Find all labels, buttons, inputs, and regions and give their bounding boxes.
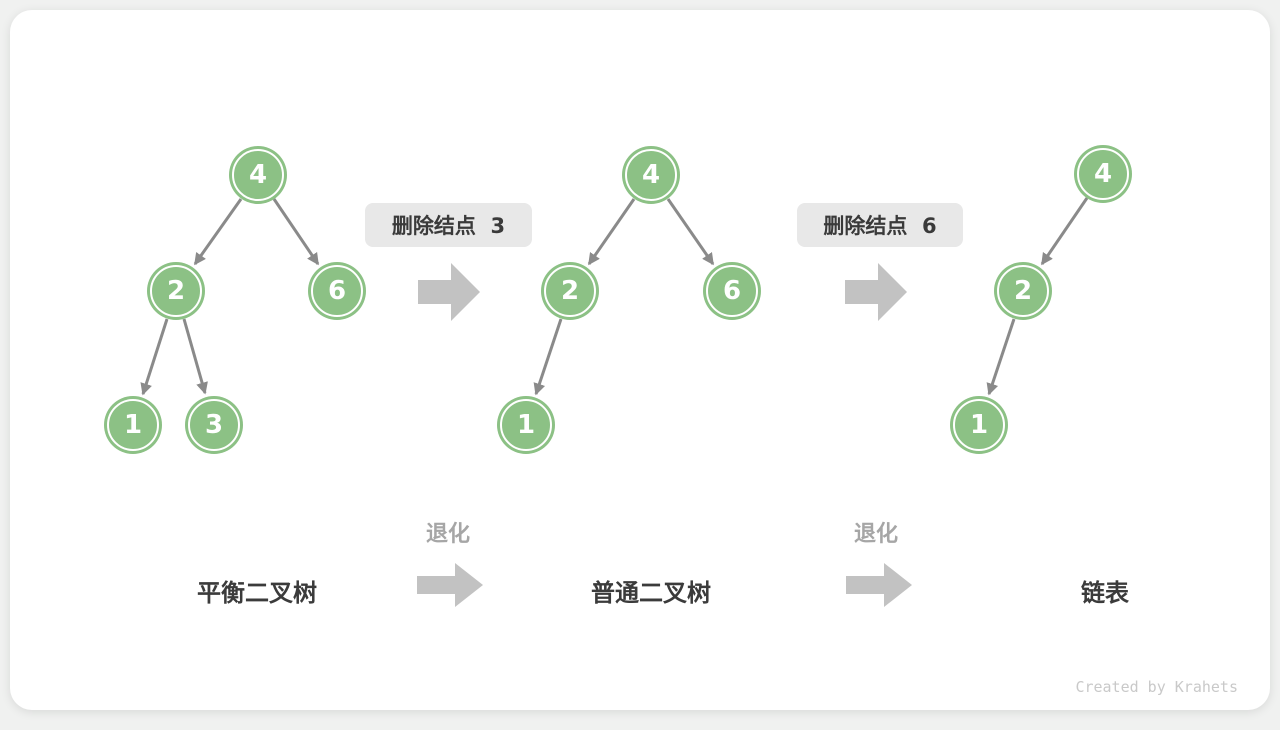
tree-node: 4 xyxy=(229,146,287,204)
tree-node: 2 xyxy=(541,262,599,320)
figure-card: 4 2 6 1 3 4 2 6 1 4 2 1 删除结点 3 删除结点 6 退化… xyxy=(10,10,1270,710)
delete-node-3-label: 删除结点 3 xyxy=(365,203,532,247)
edge-arrow xyxy=(182,318,208,395)
caption-ordinary-binary-tree: 普通二叉树 xyxy=(591,579,711,607)
tree-node: 4 xyxy=(622,146,680,204)
block-arrow-right-icon xyxy=(845,263,907,321)
watermark: Created by Krahets xyxy=(1075,678,1238,696)
edge-arrow xyxy=(986,318,1016,396)
block-arrow-right-icon xyxy=(418,263,480,321)
edge-arrow xyxy=(1040,197,1089,266)
tree-node: 1 xyxy=(950,396,1008,454)
edge-arrow xyxy=(533,318,563,396)
edge-arrow xyxy=(140,318,169,396)
delete-node-6-label: 删除结点 6 xyxy=(797,203,963,247)
edge-arrow xyxy=(193,198,243,266)
tree-node: 1 xyxy=(497,396,555,454)
edge-arrow xyxy=(666,198,715,266)
edge-arrow xyxy=(272,198,320,266)
edge-arrow xyxy=(587,198,636,266)
caption-linked-list: 链表 xyxy=(1081,579,1129,607)
tree-node: 2 xyxy=(994,262,1052,320)
block-arrow-right-icon xyxy=(846,563,912,607)
degrade-label: 退化 xyxy=(425,522,470,547)
tree-node: 6 xyxy=(703,262,761,320)
tree-node: 2 xyxy=(147,262,205,320)
caption-balanced-binary-tree: 平衡二叉树 xyxy=(197,579,317,607)
tree-edges xyxy=(140,197,1089,396)
block-arrow-right-icon xyxy=(417,563,483,607)
tree-node: 4 xyxy=(1074,145,1132,203)
tree-node: 1 xyxy=(104,396,162,454)
tree-node: 6 xyxy=(308,262,366,320)
tree-node: 3 xyxy=(185,396,243,454)
degrade-label: 退化 xyxy=(853,522,898,547)
